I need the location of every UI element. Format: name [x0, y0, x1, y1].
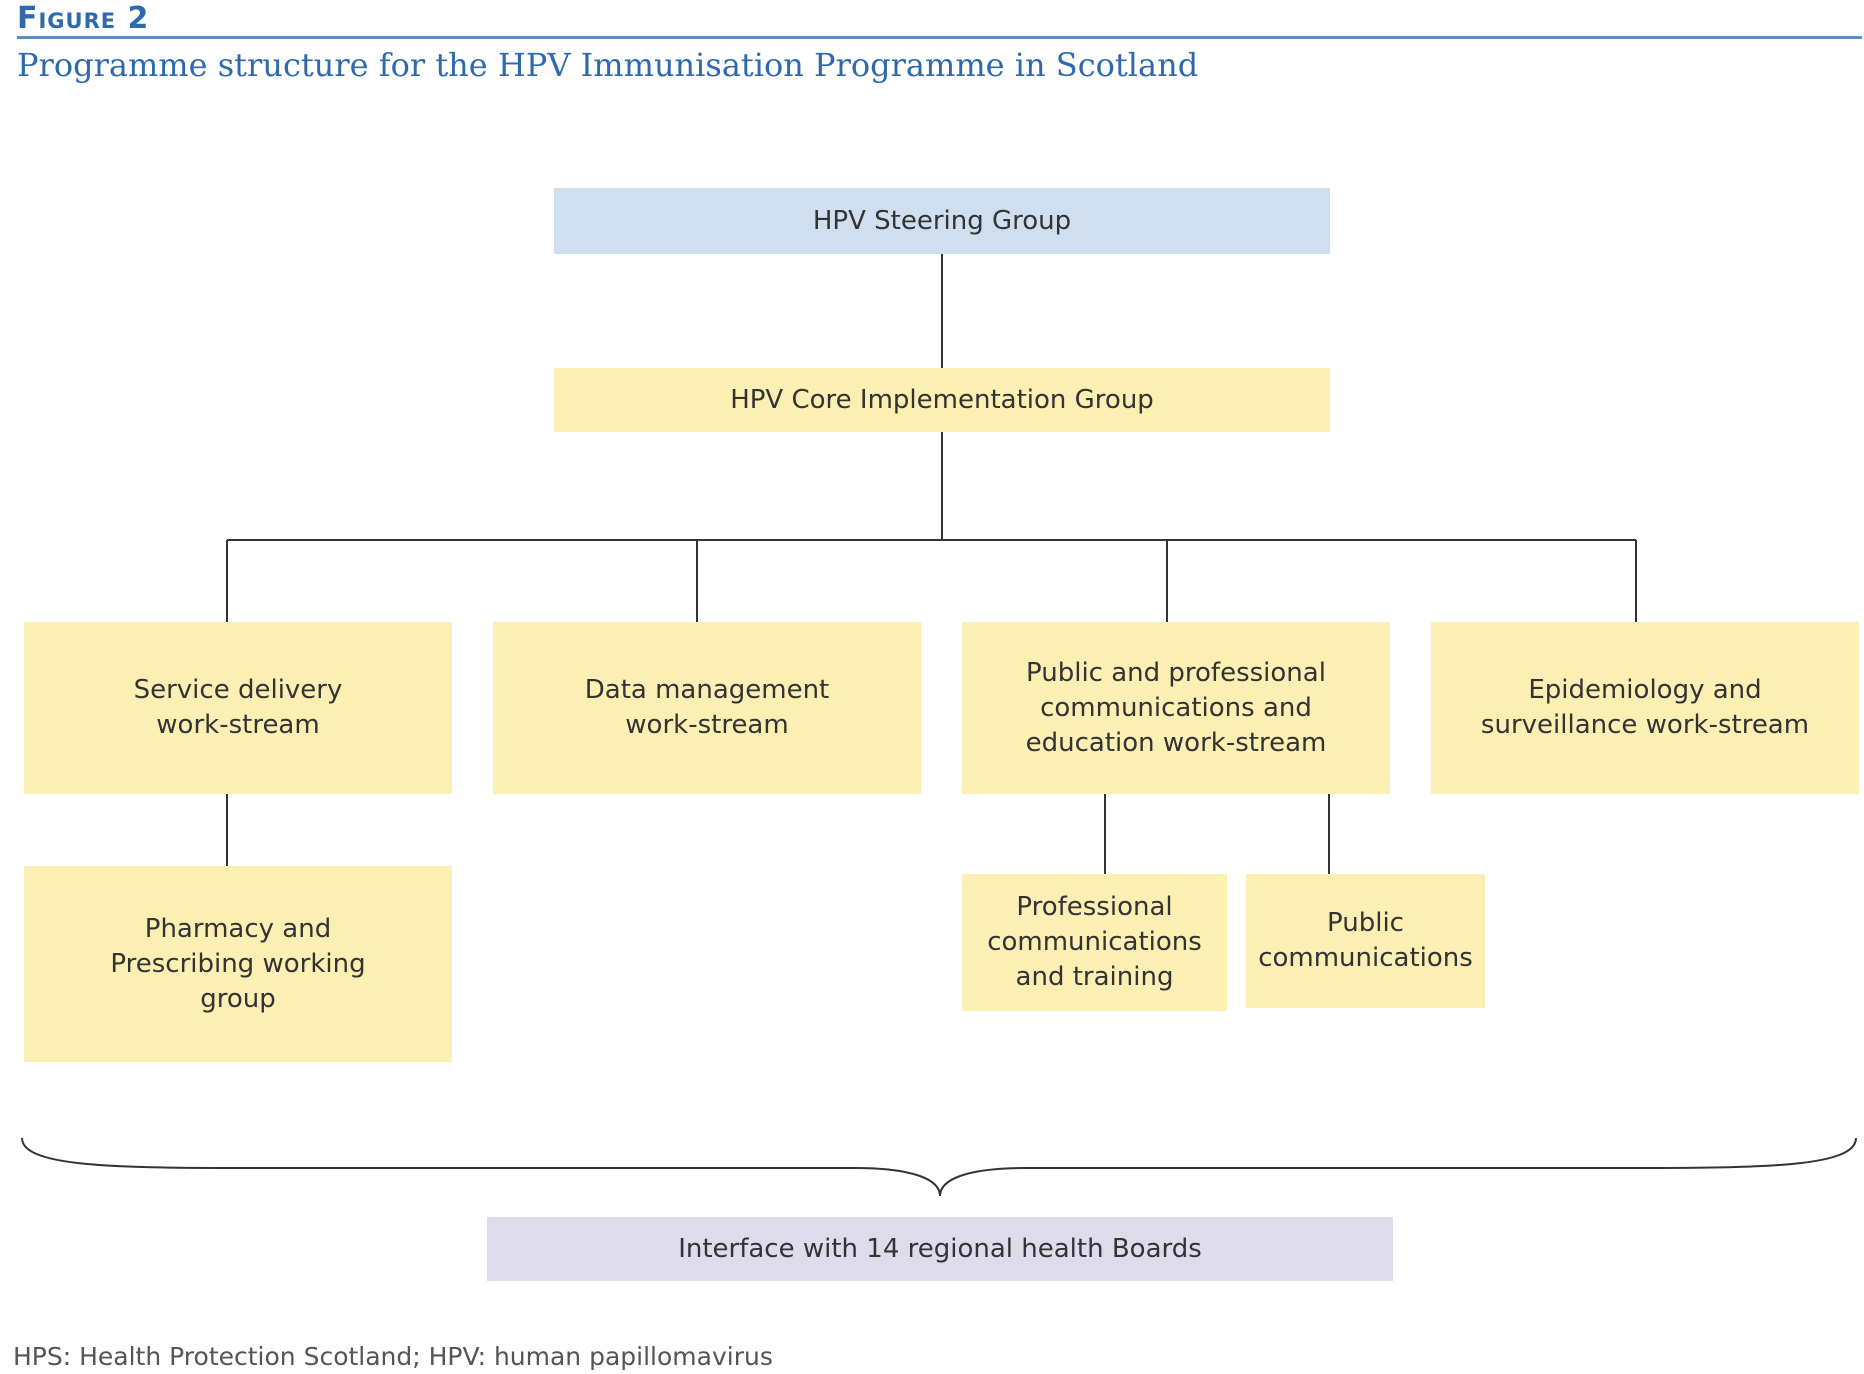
title-rule: [17, 36, 1862, 39]
public-professional-box: Public and professional communications a…: [962, 622, 1390, 794]
steering-group-box: HPV Steering Group: [554, 188, 1330, 254]
core-implementation-group-box: HPV Core Implementation Group: [554, 368, 1330, 432]
brace: [21, 1137, 1857, 1197]
figure-title: Programme structure for the HPV Immunisa…: [17, 46, 1199, 84]
data-management-box: Data management work-stream: [493, 622, 921, 794]
pharmacy-prescribing-box: Pharmacy and Prescribing working group: [24, 866, 452, 1062]
figure-label: Figure 2: [17, 1, 150, 36]
service-delivery-box: Service delivery work-stream: [24, 622, 452, 794]
public-communications-box: Public communications: [1246, 874, 1485, 1008]
footnote: HPS: Health Protection Scotland; HPV: hu…: [13, 1342, 773, 1371]
epidemiology-box: Epidemiology and surveillance work-strea…: [1431, 622, 1859, 794]
professional-communications-box: Professional communications and training: [962, 874, 1227, 1011]
interface-box: Interface with 14 regional health Boards: [487, 1217, 1393, 1281]
